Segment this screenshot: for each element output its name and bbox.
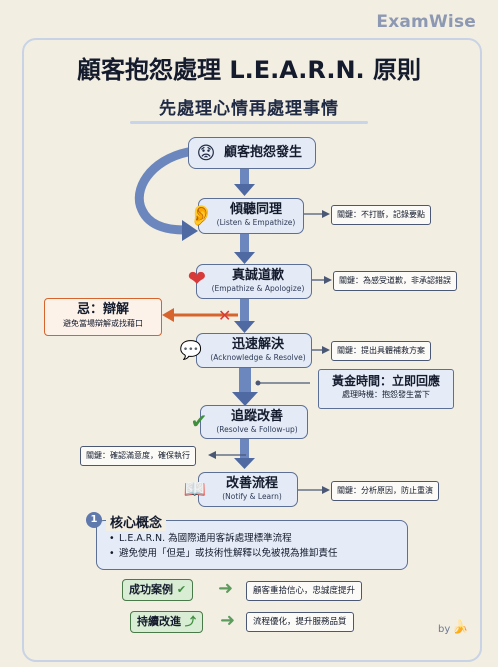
step-title: 迅速解決 [231, 337, 284, 352]
right-arrow-icon: ➜ [218, 578, 234, 599]
golden-subtitle: 處理時機：抱怨發生當下 [342, 390, 430, 399]
heart-icon: ❤ [187, 266, 207, 292]
up-arrow-icon: ⤴ [184, 615, 196, 628]
page-subtitle: 先處理心情再處理事情 [159, 99, 339, 119]
start-label: 顧客抱怨發生 [223, 145, 302, 160]
cross-mark-icon: ✕ [218, 306, 231, 325]
core-item: L.E.A.R.N. 為國際通用客訴處理標準流程 [97, 531, 407, 546]
step-title: 傾聽同理 [229, 202, 282, 217]
avoid-arrowhead [162, 308, 174, 322]
step-note: 關鍵：為感受道歉，非承認錯誤 [333, 271, 457, 291]
step-title: 改善流程 [225, 476, 278, 491]
step-listen: 傾聽同理 (Listen & Empathize) [198, 198, 304, 234]
step-title: 追蹤改善 [230, 409, 283, 424]
right-arrow-icon: ➜ [220, 610, 236, 631]
followup-note: 關鍵：確認滿意度，確保執行 [80, 446, 196, 466]
arrow-head [234, 184, 255, 196]
speech-bubble-icon: 💬 [179, 339, 203, 361]
core-title: 核心概念 [106, 512, 167, 531]
checkmark-icon: ✔ [190, 409, 208, 433]
brand-logo: ExamWise [370, 12, 482, 32]
page-title: 顧客抱怨處理 L.E.A.R.N. 原則 [76, 56, 421, 84]
avoid-subtitle: 避免當場辯解或找藉口 [63, 319, 143, 328]
step-subtitle: (Resolve & Follow-up) [216, 425, 298, 434]
banana-icon: 🍌 [452, 620, 469, 635]
core-number-badge: 1 [86, 512, 102, 528]
tag-label: 成功案例 [129, 583, 173, 596]
check-icon: ✔ [176, 583, 187, 596]
step-apologize: 真誠道歉 (Empathize & Apologize) [196, 264, 312, 299]
curved-arrow [134, 147, 193, 235]
core-item: 避免使用「但是」或技術性解釋以免被視為推卸責任 [97, 546, 407, 561]
arrow-shaft [239, 366, 251, 394]
arrow-shaft [240, 168, 249, 186]
arrow-shaft [240, 232, 249, 254]
book-icon: 📖 [183, 478, 207, 500]
avoid-title: 忌：辯解 [76, 302, 129, 317]
golden-title: 黃金時間：立即回應 [331, 374, 440, 388]
tag-label: 持續改進 [137, 615, 181, 628]
ear-icon: 👂 [188, 203, 214, 227]
arrow-head [234, 252, 255, 264]
step-subtitle: (Listen & Empathize) [216, 218, 296, 227]
curved-arrowhead [182, 220, 198, 241]
arrow-shaft [240, 297, 249, 323]
step-learn: 改善流程 (Notify & Learn) [198, 472, 298, 507]
arrow-shaft [240, 437, 249, 459]
signature: by [438, 624, 451, 635]
step-title: 真誠道歉 [231, 268, 284, 283]
continuous-improvement-tag: 持續改進 ⤴ [130, 611, 203, 633]
step-followup: 追蹤改善 (Resolve & Follow-up) [200, 405, 308, 439]
step-subtitle: (Acknowledge & Resolve) [210, 353, 306, 362]
arrow-head [234, 321, 255, 333]
core-concept-box: L.E.A.R.N. 為國際通用客訴處理標準流程 避免使用「但是」或技術性解釋以… [96, 520, 408, 570]
step-note: 關鍵：提出具體補救方案 [331, 341, 431, 361]
arrow-head [232, 392, 258, 406]
border-frame [22, 38, 482, 662]
subtitle-underline [130, 121, 368, 124]
step-subtitle: (Empathize & Apologize) [211, 284, 305, 293]
step-subtitle: (Notify & Learn) [222, 492, 282, 501]
step-note: 關鍵：分析原因，防止重演 [331, 481, 439, 501]
golden-time-box: 黃金時間：立即回應 處理時機：抱怨發生當下 [318, 369, 454, 409]
avoid-box: 忌：辯解 避免當場辯解或找藉口 [44, 298, 162, 336]
outcome-result: 流程優化，提升服務品質 [246, 612, 354, 632]
arrow-head [234, 458, 255, 469]
outcome-result: 顧客重拾信心，忠誠度提升 [246, 581, 363, 601]
step-resolve: 迅速解決 (Acknowledge & Resolve) [196, 333, 312, 368]
step-note: 關鍵：不打斷，記錄要點 [331, 205, 431, 225]
start-node: 😟 顧客抱怨發生 [188, 137, 316, 169]
success-case-tag: 成功案例 ✔ [122, 579, 194, 601]
worried-face-icon: 😟 [196, 142, 216, 164]
